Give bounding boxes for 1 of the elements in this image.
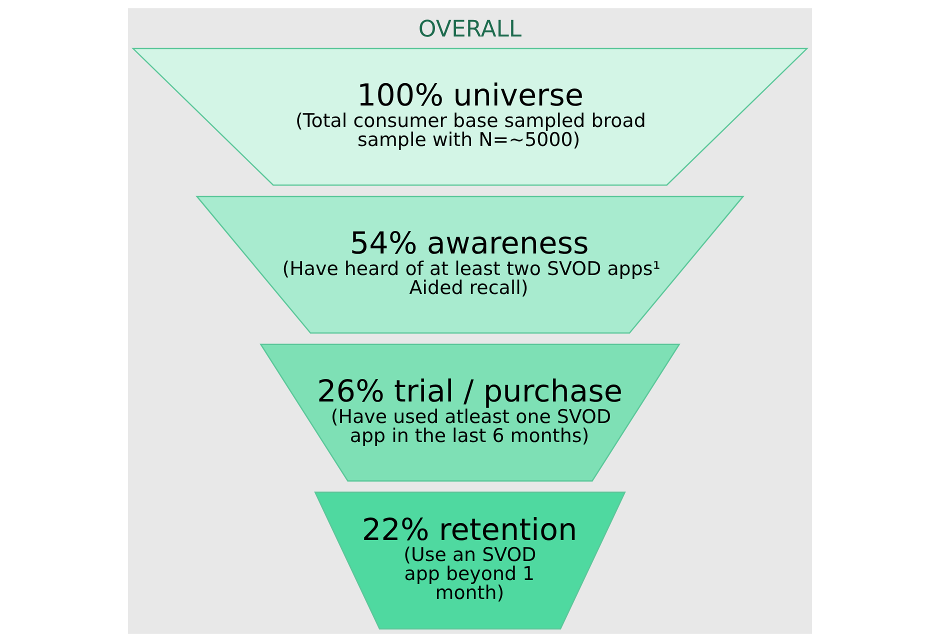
diagram-title: OVERALL [418,16,522,42]
